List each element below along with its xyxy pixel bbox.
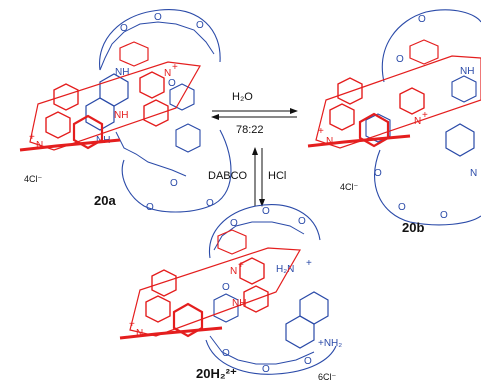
crown-ether-chain: [213, 221, 305, 251]
counterion-20h2: 6Cl⁻: [318, 372, 337, 382]
condition-solvent: H₂O: [232, 91, 253, 103]
structure-20h2: O O O O O O O H₂N + +NH₂ N + N + NH 6Cl⁻…: [119, 204, 342, 382]
oxygen-atom: O: [230, 218, 238, 229]
n-label: N: [470, 168, 477, 179]
pyridinium-ring: [151, 269, 177, 297]
host-box: [29, 61, 201, 151]
p-xylylene-ring: [72, 114, 104, 150]
oxygen-atom: O: [398, 202, 406, 213]
phenylene-ring: [213, 293, 239, 323]
oxygen-atom: O: [222, 282, 230, 293]
counterion-20a: 4Cl⁻: [24, 174, 43, 184]
charge: +: [29, 132, 35, 143]
ammonium-label: +NH₂: [318, 338, 342, 349]
nh-label: NH: [460, 66, 474, 77]
pyridinium-nh: NH: [232, 298, 246, 309]
crown-ether-lower: [374, 149, 481, 226]
charge: +: [129, 319, 135, 330]
charge: +: [172, 62, 178, 73]
crown-ether-loop: [99, 9, 221, 71]
phenylene-ring: [169, 83, 195, 111]
ammonium-label: H₂N: [276, 264, 294, 275]
crown-ether-chain: [99, 21, 215, 71]
oxygen-atom: O: [146, 202, 154, 213]
label-20b: 20b: [402, 220, 424, 235]
crown-ether-lower: [205, 339, 337, 375]
naphthalene-ring: [99, 73, 129, 107]
equilibrium-horizontal: H₂O 78:22: [211, 91, 298, 136]
oxygen-atom: O: [440, 210, 448, 221]
phenylene-ring: [451, 75, 477, 103]
oxygen-atom: O: [298, 216, 306, 227]
host-bond-bold: [19, 138, 121, 152]
p-xylylene-ring: [119, 41, 149, 67]
oxygen-atom: O: [206, 198, 214, 209]
p-xylylene-ring: [217, 229, 247, 255]
crown-ether-chain: [209, 335, 315, 365]
pyridinium-ring: [399, 87, 425, 115]
crown-ether-lower: [121, 129, 232, 213]
oxygen-atom: O: [222, 348, 230, 359]
equilibrium-vertical: DABCO HCl: [208, 147, 286, 207]
oxygen-atom: O: [170, 178, 178, 189]
condition-base: DABCO: [208, 170, 248, 182]
p-xylylene-ring: [409, 39, 439, 65]
condition-ratio: 78:22: [236, 124, 264, 136]
host-bond-bold: [119, 326, 223, 340]
naphthalene-ring: [285, 315, 315, 349]
oxygen-atom: O: [168, 78, 176, 89]
oxygen-atom: O: [262, 206, 270, 217]
naphthalene-ring: [85, 97, 115, 131]
phenylene-ring: [175, 123, 201, 153]
pyridinium-ring: [143, 99, 169, 127]
pyridinium-ring: [139, 71, 165, 99]
label-20h2: 20H₂²⁺: [196, 366, 237, 381]
pyridinium-n: N: [36, 140, 43, 151]
nh-label: NH: [115, 67, 129, 78]
pyridinium-n: N: [326, 136, 333, 147]
charge: +: [422, 110, 428, 121]
condition-acid: HCl: [268, 170, 286, 182]
oxygen-atom: O: [120, 23, 128, 34]
charge: +: [238, 260, 244, 271]
charge: +: [306, 258, 312, 269]
host-bond-bold: [307, 134, 411, 148]
pyridinium-ring: [45, 111, 71, 139]
oxygen-atom: O: [374, 168, 382, 179]
naphthalene-ring: [299, 291, 329, 325]
host-box: [129, 247, 301, 337]
label-20a: 20a: [94, 193, 116, 208]
oxygen-atom: O: [154, 12, 162, 23]
pyridinium-n: N: [164, 68, 171, 79]
crown-ether-loop: [208, 204, 321, 259]
oxygen-atom: O: [418, 14, 426, 25]
pyridinium-ring: [243, 285, 269, 313]
pyridinium-n: N: [414, 116, 421, 127]
structure-20a: O O O O O O O NH NH N + NH N + 4Cl⁻ 20a: [19, 9, 232, 213]
pyridinium-ring: [239, 257, 265, 285]
alkyl-chain: [115, 131, 187, 177]
oxygen-atom: O: [262, 364, 270, 375]
pyridinium-ring: [337, 77, 363, 105]
oxygen-atom: O: [196, 20, 204, 31]
naphthalene-ring: [445, 123, 475, 157]
oxygen-atom: O: [396, 54, 404, 65]
phenylene-ring: [365, 113, 391, 143]
charge: +: [318, 126, 324, 137]
pyridinium-ring: [329, 103, 355, 131]
pyridinium-ring: [53, 83, 79, 111]
crown-ether-loop: [381, 9, 481, 83]
counterion-20b: 4Cl⁻: [340, 182, 359, 192]
oxygen-atom: O: [304, 356, 312, 367]
pyridinium-n: N: [136, 328, 143, 339]
p-xylylene-ring: [172, 302, 204, 338]
pyridinium-n: N: [230, 266, 237, 277]
host-box: [315, 55, 481, 149]
pyridinium-ring: [145, 295, 171, 323]
structure-20b: O O O O O NH N N + N + 4Cl⁻ 20b: [307, 9, 481, 235]
pyridinium-nh: NH: [114, 110, 128, 121]
